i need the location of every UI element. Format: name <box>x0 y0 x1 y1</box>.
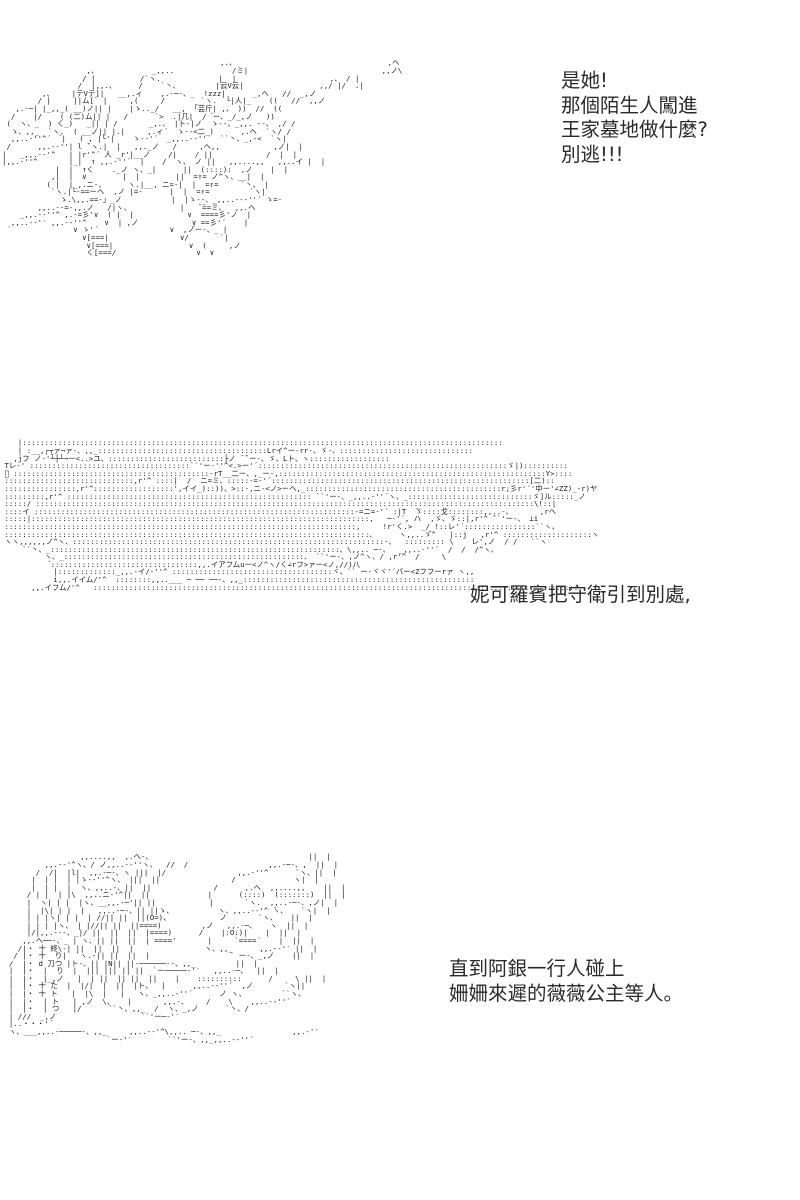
ascii-art-panel-1: ,.、 ,ヘ ,、 _,,.. /ミ| ,,ノ\ / | /`ヽ. | | <box>2 58 403 258</box>
narration-text-panel-3: 直到阿銀一行人碰上 姍姍來遲的薇薇公主等人。 <box>449 957 684 1005</box>
narration-text-panel-2: 妮可羅賓把守衛引到別處, <box>470 583 691 606</box>
narration-text-panel-1: 是她! 那個陌生人闖進 王家墓地做什麼? 別逃!!! <box>561 69 708 166</box>
ascii-art-panel-3: ,,....,, ,.ヘ-、 || | ,,.-‐'^ヽ、/ ノ,,..-‐''… <box>8 852 346 1044</box>
ascii-art-panel-2: |:::::::::::::::::::::::::::::::::::::::… <box>0 438 600 592</box>
